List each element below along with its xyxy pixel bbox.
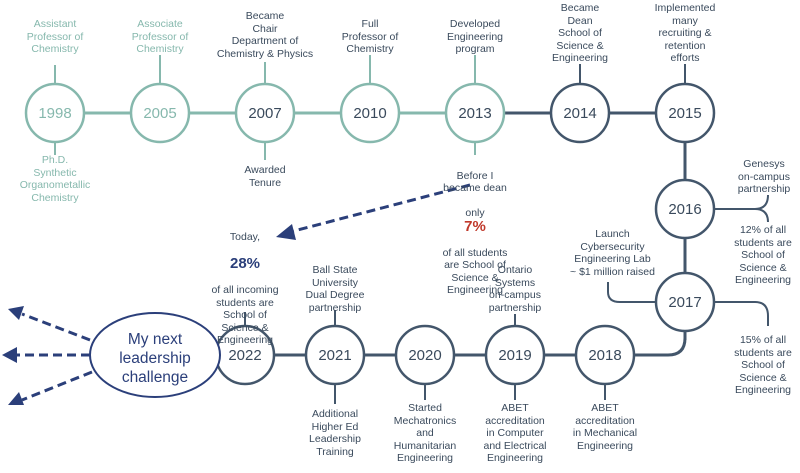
- year-1998: 1998: [38, 105, 72, 122]
- label-2013-pct: 7%: [464, 217, 486, 235]
- year-2017: 2017: [668, 294, 702, 311]
- timeline-line-turn: [600, 300, 687, 357]
- year-2013: 2013: [458, 105, 492, 122]
- label-2018-below: ABET accreditation in Mechanical Enginee…: [572, 402, 638, 452]
- year-circles: [24, 82, 716, 386]
- dark-stems: [244, 64, 686, 404]
- faded-stems: [54, 55, 476, 160]
- label-2005-above: Associate Professor of Chemistry: [131, 18, 189, 55]
- label-2017-right-bottom: 15% of all students are School of Scienc…: [734, 334, 792, 396]
- next-challenge-label: My next leadership challenge: [119, 331, 191, 386]
- year-2020: 2020: [408, 347, 442, 364]
- year-2019: 2019: [498, 347, 532, 364]
- year-2018: 2018: [588, 347, 622, 364]
- label-1998-below: Ph.D. Synthetic Organometallic Chemistry: [19, 154, 91, 204]
- label-2017-left: Launch Cybersecurity Engineering Lab ~ $…: [570, 228, 655, 278]
- label-2020-below: Started Mechatronics and Humanitarian En…: [393, 402, 457, 464]
- label-2013-only: only: [465, 207, 485, 219]
- label-1998-above: Assistant Professor of Chemistry: [26, 18, 84, 55]
- label-2019-above: Ontario Systems on-campus partnership: [488, 264, 542, 314]
- bracket-2017-left: [607, 282, 656, 303]
- year-2015: 2015: [668, 105, 702, 122]
- label-2010-above: Full Professor of Chemistry: [341, 18, 399, 55]
- year-2005: 2005: [143, 105, 177, 122]
- label-2021-above: Ball State University Dual Degree partne…: [305, 264, 365, 314]
- label-2015-above: Implemented many recruiting & retention …: [654, 2, 716, 64]
- label-2022-above: Today, 28% of all incoming students are …: [195, 218, 295, 347]
- label-2019-below: ABET accreditation in Computer and Elect…: [483, 402, 547, 464]
- label-2013-below: Before I became dean only 7% of all stud…: [425, 157, 525, 297]
- year-2014: 2014: [563, 105, 597, 122]
- label-2021-below: Additional Higher Ed Leadership Training: [309, 408, 361, 458]
- bracket-2016: [714, 194, 769, 223]
- year-2010: 2010: [353, 105, 387, 122]
- label-2022-post: of all incoming students are School of S…: [211, 284, 279, 346]
- bracket-2017-right: [714, 301, 769, 326]
- label-2022-pre: Today,: [229, 230, 261, 243]
- label-2022-pct: 28%: [229, 254, 261, 272]
- label-2014-above: Became Dean School of Science & Engineer…: [551, 2, 609, 64]
- label-2007-above: Became Chair Department of Chemistry & P…: [216, 10, 314, 60]
- label-2016-right-top: Genesys on-campus partnership: [737, 158, 791, 195]
- dashed-arrows: [16, 183, 471, 402]
- year-2007: 2007: [248, 105, 282, 122]
- label-2013-post: of all students are School of Science & …: [442, 246, 508, 297]
- label-2013-pre: Before I became dean: [443, 169, 507, 195]
- year-2022: 2022: [228, 347, 262, 364]
- year-2021: 2021: [318, 347, 352, 364]
- year-2016: 2016: [668, 201, 702, 218]
- arrow-heads: [2, 224, 296, 405]
- label-2007-below: Awarded Tenure: [244, 164, 286, 189]
- label-2013-above: Developed Engineering program: [446, 18, 504, 55]
- label-2016-right-bottom: 12% of all students are School of Scienc…: [734, 224, 792, 286]
